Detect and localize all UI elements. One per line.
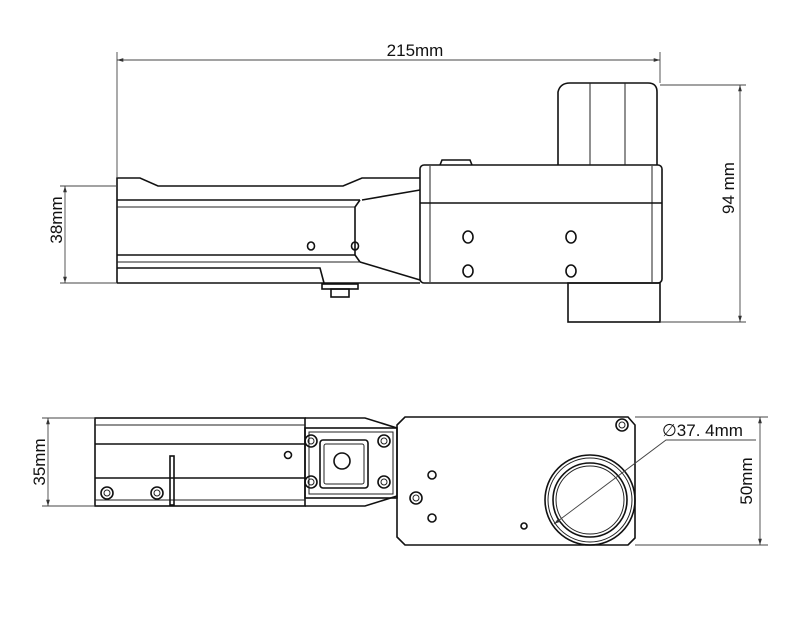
dim-bore-diameter: ∅37. 4mm <box>662 421 743 440</box>
screws-bottom <box>100 418 629 530</box>
dim-overall-length: 215mm <box>387 41 444 60</box>
mounting-holes-top <box>306 230 577 278</box>
bottom-view <box>94 416 636 546</box>
dim-head-width: 50mm <box>737 457 756 504</box>
dim-arm-width: 35mm <box>30 438 49 485</box>
dim-overall-height: 94 mm <box>719 162 738 214</box>
dim-arm-height: 38mm <box>47 196 66 243</box>
bottom-dimensions <box>42 416 768 546</box>
top-view <box>116 82 663 323</box>
top-dimensions <box>60 52 746 323</box>
